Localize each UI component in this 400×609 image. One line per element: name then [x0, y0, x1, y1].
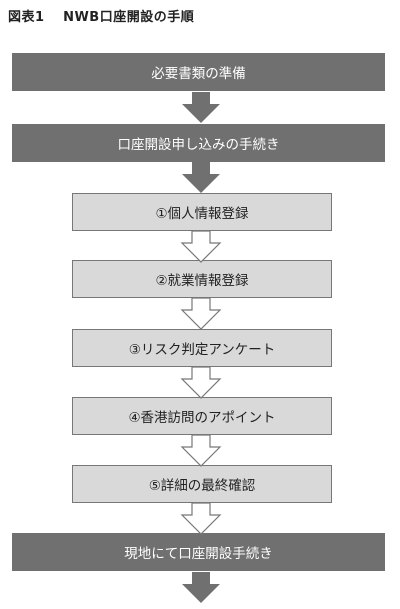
arrow-down-icon — [180, 366, 222, 399]
arrow-down-icon — [180, 230, 222, 263]
step-hongkong-appointment: ④香港訪問のアポイント — [72, 397, 332, 435]
arrow-down-icon — [180, 434, 222, 467]
arrow-down-icon — [180, 502, 222, 535]
arrow-down-icon — [182, 572, 220, 603]
step-final-confirmation: ⑤詳細の最終確認 — [72, 465, 332, 503]
step-personal-info: ①個人情報登録 — [72, 193, 332, 231]
step-employment-info: ②就業情報登録 — [72, 260, 332, 298]
arrow-down-icon — [180, 297, 222, 330]
figure-title: 図表1 NWB口座開設の手順 — [8, 10, 195, 25]
arrow-down-icon — [182, 162, 220, 193]
step-account-application: 口座開設申し込みの手続き — [12, 124, 385, 162]
step-risk-questionnaire: ③リスク判定アンケート — [72, 329, 332, 367]
step-local-account-opening: 現地にて口座開設手続き — [12, 533, 385, 571]
step-prepare-documents: 必要書類の準備 — [12, 53, 385, 91]
arrow-down-icon — [182, 92, 220, 123]
